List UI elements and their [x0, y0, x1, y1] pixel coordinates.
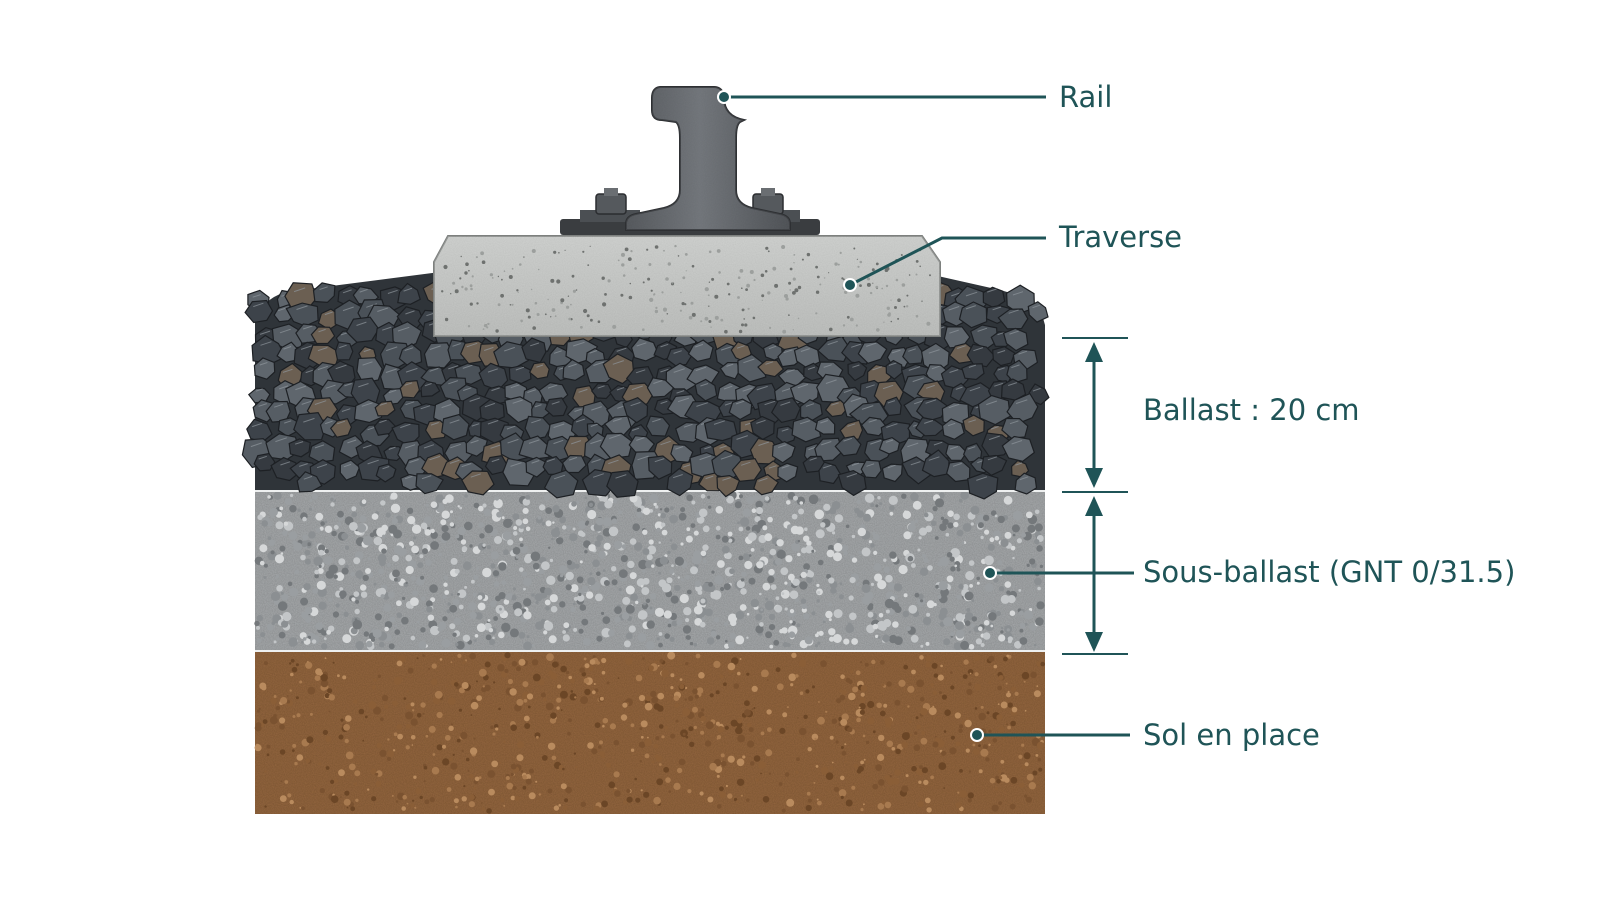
soil-layer [254, 651, 1045, 814]
label-ballast: Ballast : 20 cm [1143, 393, 1360, 427]
label-soil: Sol en place [1143, 718, 1320, 752]
label-rail: Rail [1059, 80, 1113, 114]
dimension-sub-ballast [1062, 496, 1128, 655]
bolt-left [595, 188, 627, 215]
sleeper [433, 235, 941, 337]
dimension-ballast [1062, 337, 1128, 493]
callout-sub-ballast-leader [983, 566, 1134, 580]
callout-rail-leader [717, 90, 1046, 104]
callout-soil-leader [970, 728, 1130, 742]
sub-ballast-layer [254, 490, 1045, 652]
label-sleeper: Traverse [1059, 220, 1183, 254]
rail [625, 86, 791, 231]
label-sub-ballast: Sous-ballast (GNT 0/31.5) [1143, 555, 1516, 589]
callout-sleeper-leader [843, 236, 1046, 292]
